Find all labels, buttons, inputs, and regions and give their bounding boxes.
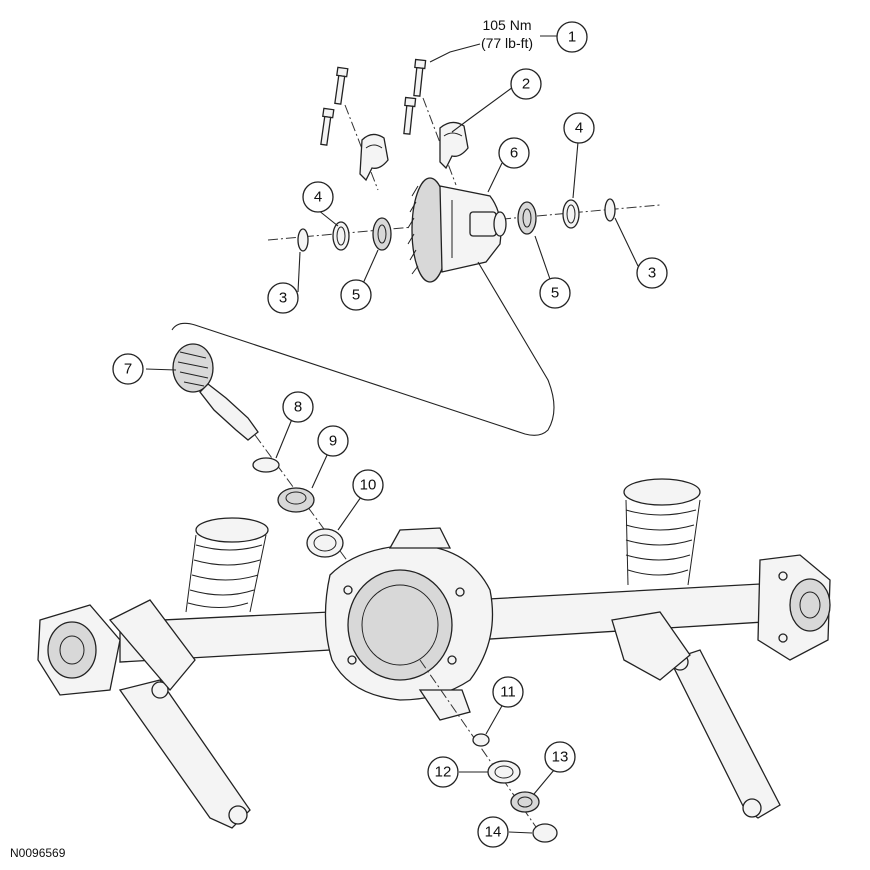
right-trailing-arm bbox=[611, 611, 781, 819]
right-shim bbox=[604, 198, 616, 222]
pinion-nut-bearing bbox=[472, 733, 490, 747]
axle-housing bbox=[119, 527, 765, 721]
bearing-caps bbox=[359, 121, 469, 182]
callout-4-right: 4 bbox=[563, 112, 595, 144]
callout-5-right: 5 bbox=[539, 277, 571, 309]
svg-text:5: 5 bbox=[352, 287, 360, 304]
bearing-cap-bolts bbox=[320, 58, 457, 191]
svg-text:5: 5 bbox=[551, 285, 559, 302]
left-shim bbox=[297, 228, 309, 252]
svg-text:7: 7 bbox=[124, 361, 132, 378]
right-bearing-cup bbox=[562, 199, 580, 229]
svg-text:11: 11 bbox=[500, 684, 516, 701]
figure-id: N0096569 bbox=[10, 846, 66, 860]
callout-14: 14 bbox=[477, 816, 509, 848]
right-hub-assembly bbox=[757, 554, 831, 661]
left-bearing-cup bbox=[332, 221, 350, 251]
torque-value-imperial: (77 lb-ft) bbox=[481, 35, 533, 51]
callout-3-right: 3 bbox=[636, 257, 668, 289]
svg-text:4: 4 bbox=[575, 120, 583, 137]
svg-text:6: 6 bbox=[510, 145, 518, 162]
pinion-nut bbox=[532, 823, 558, 843]
callout-leaders bbox=[145, 86, 639, 834]
callout-5-left: 5 bbox=[340, 279, 372, 311]
pinion-bearing bbox=[277, 487, 315, 513]
callout-11: 11 bbox=[492, 676, 524, 708]
callout-9: 9 bbox=[317, 425, 349, 457]
pinion-oil-seal bbox=[487, 760, 521, 784]
torque-value: 105 Nm bbox=[482, 17, 531, 33]
svg-text:8: 8 bbox=[294, 399, 302, 416]
svg-text:3: 3 bbox=[279, 290, 287, 307]
svg-text:13: 13 bbox=[552, 749, 569, 766]
right-bearing bbox=[517, 201, 537, 235]
svg-text:12: 12 bbox=[435, 764, 452, 781]
svg-text:10: 10 bbox=[360, 477, 377, 494]
left-trailing-arm bbox=[108, 599, 251, 829]
callout-10: 10 bbox=[352, 469, 384, 501]
svg-text:4: 4 bbox=[314, 189, 322, 206]
svg-text:3: 3 bbox=[648, 265, 656, 282]
left-hub-assembly bbox=[37, 604, 121, 696]
callout-13: 13 bbox=[544, 741, 576, 773]
callout-1: 1 bbox=[556, 21, 588, 53]
svg-text:2: 2 bbox=[522, 76, 530, 93]
left-bearing bbox=[372, 217, 392, 251]
callout-4-left: 4 bbox=[302, 181, 334, 213]
left-coil-spring bbox=[185, 517, 269, 613]
pinion-shim bbox=[252, 457, 280, 473]
callout-6: 6 bbox=[498, 137, 530, 169]
callout-7: 7 bbox=[112, 353, 144, 385]
differential-ring-gear bbox=[407, 177, 507, 283]
svg-text:9: 9 bbox=[329, 433, 337, 450]
pinion-bearing-cup bbox=[306, 528, 344, 558]
callout-3-left: 3 bbox=[267, 282, 299, 314]
svg-text:14: 14 bbox=[485, 824, 502, 841]
callout-8: 8 bbox=[282, 391, 314, 423]
right-coil-spring bbox=[623, 478, 701, 586]
callout-12: 12 bbox=[427, 756, 459, 788]
callout-2: 2 bbox=[510, 68, 542, 100]
svg-text:1: 1 bbox=[568, 29, 576, 46]
pinion-flange bbox=[510, 791, 540, 813]
